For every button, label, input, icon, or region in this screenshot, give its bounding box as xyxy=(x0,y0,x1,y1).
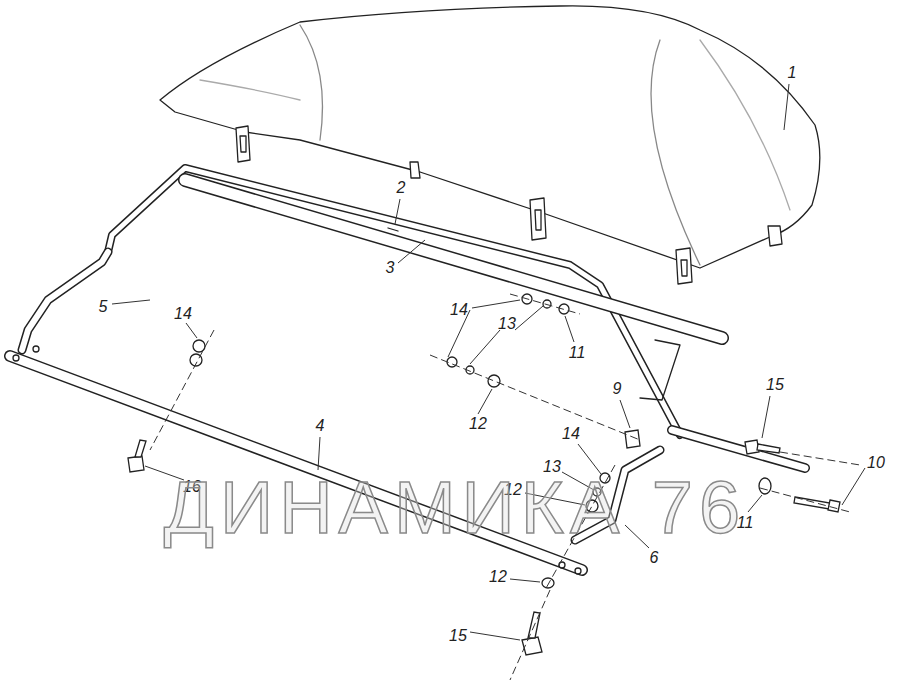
callout-number: 12 xyxy=(487,568,509,586)
callout-number: 15 xyxy=(447,627,469,645)
callout-number: 14 xyxy=(560,425,582,443)
callout-number: 12 xyxy=(467,415,489,433)
callout-number: 14 xyxy=(172,305,194,323)
callout-number: 3 xyxy=(384,259,397,277)
callout-number: 6 xyxy=(648,549,661,567)
callout-number: 14 xyxy=(448,301,470,319)
callout-number: 5 xyxy=(97,298,110,316)
callout-number: 1 xyxy=(786,64,799,82)
callout-number: 2 xyxy=(395,179,408,197)
callout-number: 9 xyxy=(611,380,624,398)
callout-number: 10 xyxy=(865,454,887,472)
callout-number: 4 xyxy=(314,417,327,435)
callout-number: 13 xyxy=(496,315,518,333)
callout-number: 15 xyxy=(764,376,786,394)
callout-number: 11 xyxy=(567,344,588,362)
watermark: ДИНАМИКА 76 xyxy=(164,471,746,545)
